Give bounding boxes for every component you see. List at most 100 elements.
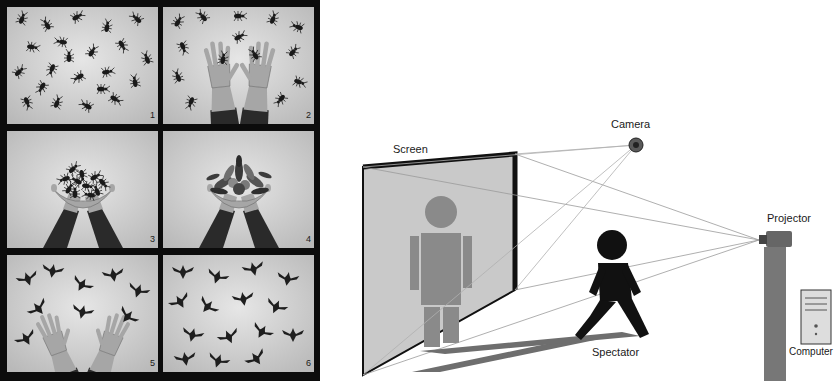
spectator-figure: [575, 230, 649, 340]
bird: [241, 259, 266, 278]
component-label: Spectator: [592, 346, 639, 359]
camera: [629, 138, 643, 152]
cupped-hands: [199, 184, 279, 248]
bird: [249, 320, 275, 343]
bird: [173, 350, 197, 368]
beetle: [66, 160, 82, 176]
bird: [25, 296, 51, 321]
beetle: [56, 173, 72, 187]
bird: [180, 325, 205, 344]
panel-number: 5: [150, 358, 155, 368]
panel-ground: [7, 7, 158, 124]
bird: [69, 273, 95, 296]
projector: [759, 231, 792, 381]
bird: [243, 347, 269, 371]
photo-panel: [7, 255, 158, 381]
camera-view-lines: [363, 145, 636, 375]
beetle: [115, 38, 130, 54]
beetle: [21, 96, 35, 112]
beetle: [96, 176, 112, 192]
beetle: [64, 49, 74, 62]
photo-frame: [0, 0, 320, 381]
beetle: [45, 63, 59, 79]
beetle: [247, 46, 262, 62]
beetle: [81, 189, 96, 201]
bird: [126, 281, 151, 302]
beetle: [97, 84, 110, 94]
shadow: [412, 332, 640, 372]
beetle: [194, 8, 210, 24]
beetle: [217, 50, 229, 65]
panel-ground: [163, 131, 314, 248]
panel-ground: [7, 255, 158, 372]
panel-number: 4: [306, 234, 311, 244]
beetle: [51, 94, 65, 110]
beetle: [184, 96, 198, 112]
bird: [13, 327, 39, 350]
hand: [200, 41, 246, 124]
beetle: [272, 92, 288, 108]
bird: [167, 290, 193, 313]
projection-rays: [363, 154, 759, 375]
bird: [231, 290, 255, 308]
beetle: [101, 66, 116, 78]
projection-screen: [363, 154, 515, 375]
bird: [282, 328, 304, 342]
bird: [216, 326, 242, 348]
blossom-cluster: [206, 155, 273, 196]
beetle: [171, 68, 185, 84]
beetle: [76, 169, 88, 184]
beetle: [286, 43, 302, 59]
beetle: [70, 70, 86, 85]
photo-panel: [7, 7, 158, 124]
beetle: [108, 92, 124, 107]
beetle: [140, 50, 154, 66]
beetle: [289, 20, 305, 34]
panel-number: 3: [150, 234, 155, 244]
beetle: [101, 18, 113, 33]
bird: [70, 302, 95, 321]
beetle: [53, 36, 68, 48]
bird: [101, 266, 125, 284]
beetle: [177, 41, 191, 57]
beetle: [34, 80, 49, 96]
bird: [206, 351, 231, 372]
beetle: [12, 63, 28, 79]
bird: [195, 294, 221, 319]
panel-ground: [163, 255, 314, 372]
bird: [115, 304, 141, 329]
hand: [233, 41, 279, 124]
panel-number: 6: [306, 358, 311, 368]
photo-panel: [163, 255, 314, 372]
bird: [41, 262, 65, 280]
component-label: Camera: [611, 118, 650, 131]
panel-number: 2: [306, 110, 311, 120]
computer-tower: [801, 290, 831, 344]
component-label: Screen: [393, 143, 428, 156]
bird: [15, 269, 40, 290]
photo-panel: [7, 131, 158, 248]
beetle: [129, 73, 141, 88]
beetle: [70, 185, 80, 198]
beetle: [78, 98, 94, 113]
beetle: [85, 43, 100, 59]
bird: [263, 296, 289, 318]
projected-figure: [410, 196, 472, 347]
beetle: [70, 9, 86, 24]
panel-ground: [7, 131, 158, 248]
beetle: [171, 13, 186, 29]
beetle: [267, 10, 281, 26]
beetle: [293, 76, 309, 90]
photo-panel: [163, 131, 314, 248]
component-label: Computer: [789, 346, 833, 358]
bird: [276, 270, 300, 288]
component-label: Projector: [767, 212, 811, 225]
bird: [205, 267, 230, 288]
beetle: [232, 29, 248, 44]
beetle: [16, 10, 30, 26]
hand: [32, 310, 96, 372]
panel-number: 1: [150, 110, 155, 120]
cupped-hands: [43, 184, 123, 248]
